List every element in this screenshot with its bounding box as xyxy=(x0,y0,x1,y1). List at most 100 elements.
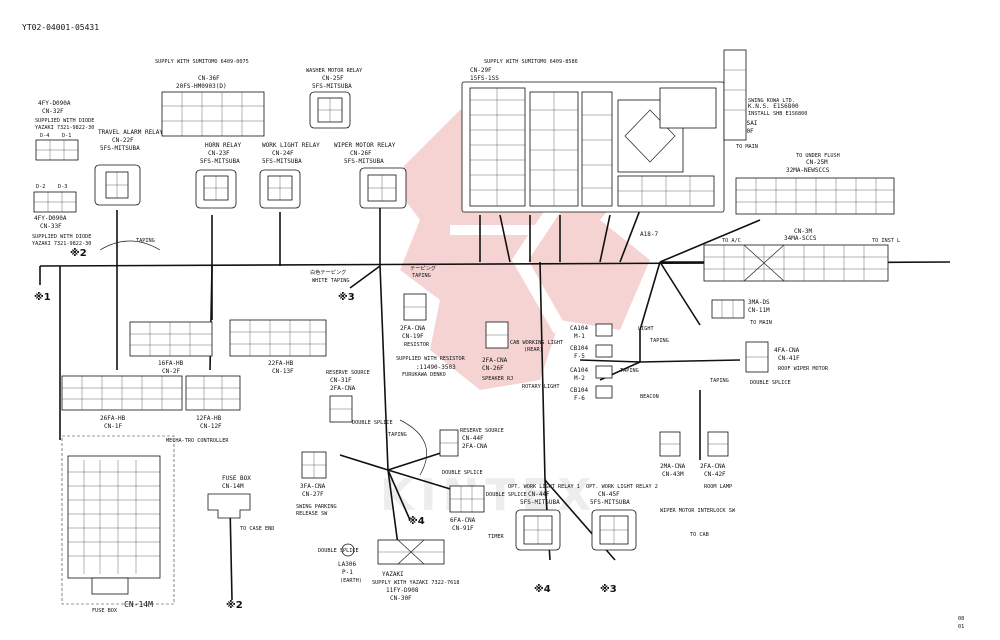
cn43m-connector xyxy=(659,431,681,457)
cn25m-part: 32MA-NEWSCCS xyxy=(786,167,830,174)
horn-cn: CN-23F xyxy=(208,150,230,157)
rotary-light: ROTARY LIGHT xyxy=(522,384,559,390)
travel-relay-cn: CN-22F xyxy=(112,137,134,144)
double-splice-4: DOUBLE SPLICE xyxy=(486,492,527,498)
cn91f-part: 6FA-CNA xyxy=(450,517,476,524)
double-splice-3: DOUBLE SPLICE xyxy=(442,470,483,476)
fuse-block-cn: CN-29F xyxy=(470,67,492,74)
cn27f-part: 3FA-CNA xyxy=(300,483,326,490)
page-code-1: 08 xyxy=(958,616,964,622)
cn91f-note: TIMER xyxy=(488,534,504,540)
fuse-box-cn14m-drawing xyxy=(67,455,161,595)
double-splice-1: DOUBLE SPLICE xyxy=(750,380,791,386)
cn12f-cn: CN-12F xyxy=(200,423,222,430)
la306-note: (EARTH) xyxy=(340,578,362,584)
taping-label-1: TAPING xyxy=(136,238,155,244)
worklight-cn: CN-24F xyxy=(272,150,294,157)
worklight-relay-connector xyxy=(259,169,301,209)
cn91f-connector xyxy=(449,485,485,513)
diode-note2-2: YAZAKI 7321-9822-30 xyxy=(32,241,91,247)
cn32f-part: 4FY-D090A xyxy=(38,100,71,107)
diode-connector-top xyxy=(35,139,79,161)
cn91f-cn: CN-91F xyxy=(452,525,474,532)
reserve-right-cn: CN-44F xyxy=(462,435,484,442)
opt-relay2-part: 5FS-MITSUBA xyxy=(590,499,630,506)
opt-relay1-name: OPT. WORK LIGHT RELAY 1 xyxy=(508,484,580,490)
d1-label: D-1 xyxy=(62,133,71,139)
cab-light-cn: CN-26F xyxy=(482,365,504,372)
washer-name: WASHER MOTOR RELAY xyxy=(306,68,363,74)
cn36f-part: 20FS-HM0903(D) xyxy=(176,83,227,90)
page-code-2: 01 xyxy=(958,624,964,630)
opt-relay1-part: 5FS-MITSUBA xyxy=(520,499,560,506)
fuse-box-top-name: FUSE BOX xyxy=(222,475,251,482)
cb104-f5-cn: F-5 xyxy=(574,353,585,360)
cn12f-connector xyxy=(185,375,241,411)
cn41f-name: ROOF WIPER MOTOR xyxy=(778,366,829,372)
washer-part: 5FS-MITSUBA xyxy=(312,83,352,90)
cn19f-part: 2FA-CNA xyxy=(400,325,426,332)
opt-relay1-cn: CN-44F xyxy=(528,491,550,498)
resistor-note-3: FURUKAWA DENKO xyxy=(402,372,446,378)
taping-label-2: TAPING xyxy=(412,273,431,279)
white-taping-jp: 白色テーピング xyxy=(310,268,346,276)
cn43m-cn: CN-43M xyxy=(662,471,684,478)
cn11m-connector xyxy=(711,299,745,319)
earth-terminal-icon xyxy=(341,543,355,557)
reserve-left-name: RESERVE SOURCE xyxy=(326,370,370,376)
cn3m-dest-left: TO A/C xyxy=(722,238,741,244)
resistor-note-2: :11490-3503 xyxy=(416,364,456,371)
double-splice-5: DOUBLE SPLICE xyxy=(318,548,359,554)
cn27f-connector xyxy=(301,451,327,479)
cn13f-connector xyxy=(229,319,327,357)
diode-connector-bottom xyxy=(33,191,77,213)
cn31f-connector xyxy=(329,395,353,423)
cn42f-connector xyxy=(707,431,729,457)
yazaki-cn: CN-30F xyxy=(390,595,412,602)
cn43m-part: 2MA-CNA xyxy=(660,463,686,470)
cn2f-cn: CN-2F xyxy=(162,368,180,375)
wiper-relay-part: 5FS-MITSUBA xyxy=(344,158,384,165)
cn27f-name1: SWING PARKING xyxy=(296,504,337,510)
cn19f-connector xyxy=(403,293,427,321)
cn11m-cn: CN-11M xyxy=(748,307,770,314)
cn30f-connector xyxy=(377,539,445,565)
cn3m-cn: CN-3M xyxy=(794,228,812,235)
to-case-end: TO CASE END xyxy=(240,526,274,532)
taping-jp-label: テーピング xyxy=(410,264,436,272)
opt-relay2-name: OPT. WORK LIGHT RELAY 2 xyxy=(586,484,658,490)
ca104-m1-cn: M-1 xyxy=(574,333,585,340)
cn42f-cn: CN-42F xyxy=(704,471,726,478)
cn1f-cn: CN-1F xyxy=(104,423,122,430)
reserve-right-name: RESERVE SOURCE xyxy=(460,428,504,434)
cab-light-name: CAB WORKING LIGHT xyxy=(510,340,563,346)
mecha-tro-frame xyxy=(61,435,175,605)
horn-relay-connector xyxy=(195,169,237,209)
travel-alarm-relay-connector xyxy=(94,164,141,206)
cn14m-bottom: CN-14M xyxy=(124,600,153,609)
cn10f-note2: K.N.S. E1S6800 xyxy=(748,103,799,110)
ca104-m2-cn: M-2 xyxy=(574,375,585,382)
cn1f-connector xyxy=(61,375,183,411)
reserve-right-part: 2FA-CNA xyxy=(462,443,488,450)
cb104-f6-box xyxy=(595,385,613,399)
cn27f-name2: RELEASE SW xyxy=(296,511,328,517)
cn13f-cn: CN-13F xyxy=(272,368,294,375)
wiper-relay-name: WIPER MOTOR RELAY xyxy=(334,142,396,149)
cn11m-dest: TO MAIN xyxy=(750,320,772,326)
yazaki-l3: 11FY-D908 xyxy=(386,587,419,594)
la306-part: LA306 xyxy=(338,561,356,568)
washer-cn: CN-25F xyxy=(322,75,344,82)
travel-relay-part: 5FS-MITSUBA xyxy=(100,145,140,152)
a18-label: A18-7 xyxy=(640,231,658,238)
cn25m-cn: CN-25M xyxy=(806,159,828,166)
mark-2b: ※2 xyxy=(226,599,243,611)
speaker-note: SPEAKER RJ xyxy=(482,376,513,382)
reserve-left-part: 2FA-CNA xyxy=(330,385,356,392)
cn36f-supply: SUPPLY WITH SUMITOMO 6409-0075 xyxy=(155,59,249,65)
taping-label-6: TAPING xyxy=(620,368,639,374)
cn3m-connector xyxy=(703,244,889,282)
ca104-m1-part: CA104 xyxy=(570,325,588,332)
d4-label: D-4 xyxy=(40,133,49,139)
